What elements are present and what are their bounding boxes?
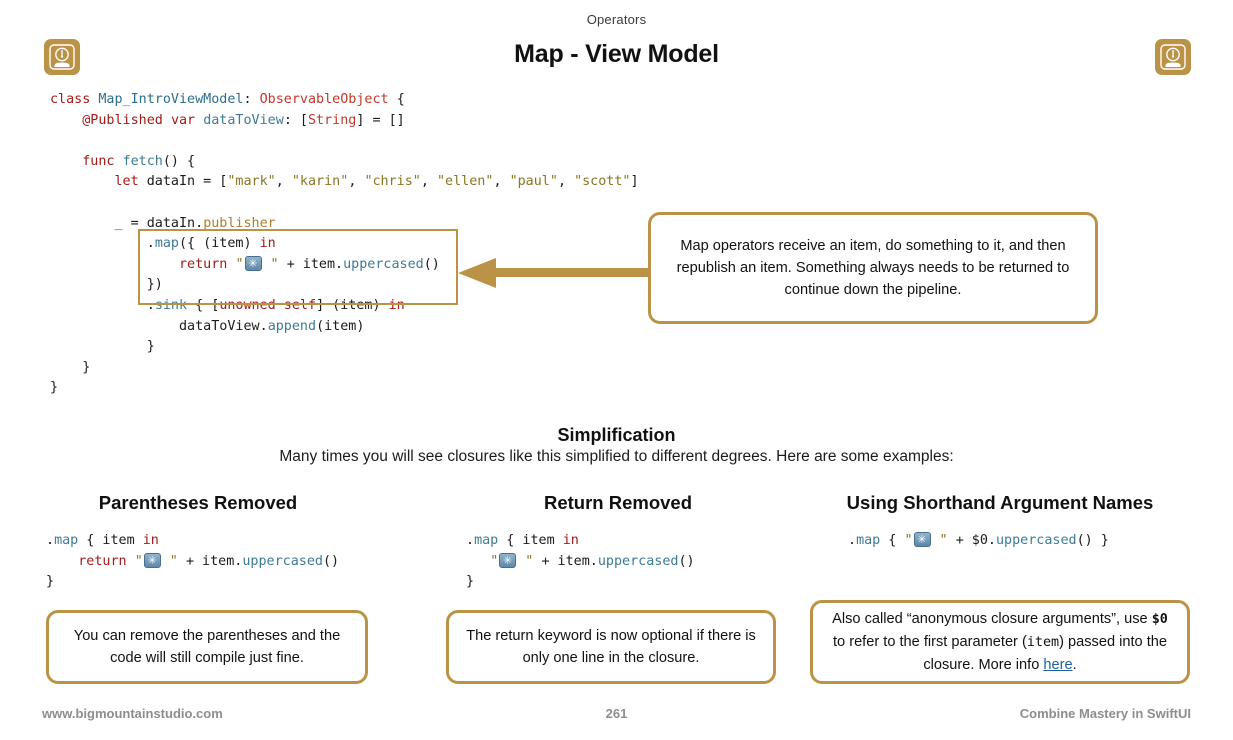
callout-shorthand-arguments: Also called “anonymous closure arguments… [810,600,1190,684]
more-info-here-link[interactable]: here [1043,657,1073,673]
callout-short-part-after: ) passed into the closure. More info [923,634,1167,673]
snowflake-emoji [913,532,931,547]
footer-website: www.bigmountainstudio.com [42,706,223,721]
callout-parentheses-removed-text: You can remove the parentheses and the c… [73,628,341,666]
studio-badge-icon-right [1155,39,1191,75]
studio-badge-icon-left [44,39,80,75]
column-title-shorthand-arguments: Using Shorthand Argument Names [846,492,1154,513]
page-kicker: Operators [586,12,647,27]
simplification-heading: Simplification [557,425,676,445]
callout-short-part-end: . [1072,657,1077,673]
callout-map-operators-text: Map operators receive an item, do someth… [676,238,1070,298]
page-footer: www.bigmountainstudio.com 261 Combine Ma… [0,700,1233,740]
callout-map-operators: Map operators receive an item, do someth… [648,212,1098,324]
map-block-highlight [138,229,458,305]
snowflake-emoji [244,255,262,271]
footer-book-title: Combine Mastery in SwiftUI [1019,706,1191,721]
callout-short-part-middle: to refer to the first parameter ( [832,634,1027,650]
code-shorthand-arguments: .map { " " + $0.uppercased() } [848,531,1109,552]
main-code-listing: class Map_IntroViewModel: ObservableObje… [50,90,639,399]
footer-page-number: 261 [605,706,628,721]
code-parentheses-removed: .map { item in return " " + item.upperca… [46,531,339,593]
callout-short-code-item: item [1026,635,1060,650]
column-title-parentheses-removed: Parentheses Removed [98,492,298,513]
snowflake-emoji [143,552,161,568]
callout-return-removed: The return keyword is now optional if th… [446,610,776,684]
callout-return-removed-text: The return keyword is now optional if th… [466,628,756,666]
callout-shorthand-arguments-text: Also called “anonymous closure arguments… [827,608,1173,676]
snowflake-emoji [499,552,517,568]
code-return-removed: .map { item in " " + item.uppercased() } [466,531,695,593]
simplification-subtitle: Many times you will see closures like th… [279,448,954,465]
callout-parentheses-removed: You can remove the parentheses and the c… [46,610,368,684]
callout-arrow [458,258,654,288]
page-title: Map - View Model [514,40,719,68]
callout-short-part-before: Also called “anonymous closure arguments… [832,611,1152,627]
column-title-return-removed: Return Removed [543,492,693,513]
callout-short-code-dollar-zero: $0 [1151,612,1168,627]
